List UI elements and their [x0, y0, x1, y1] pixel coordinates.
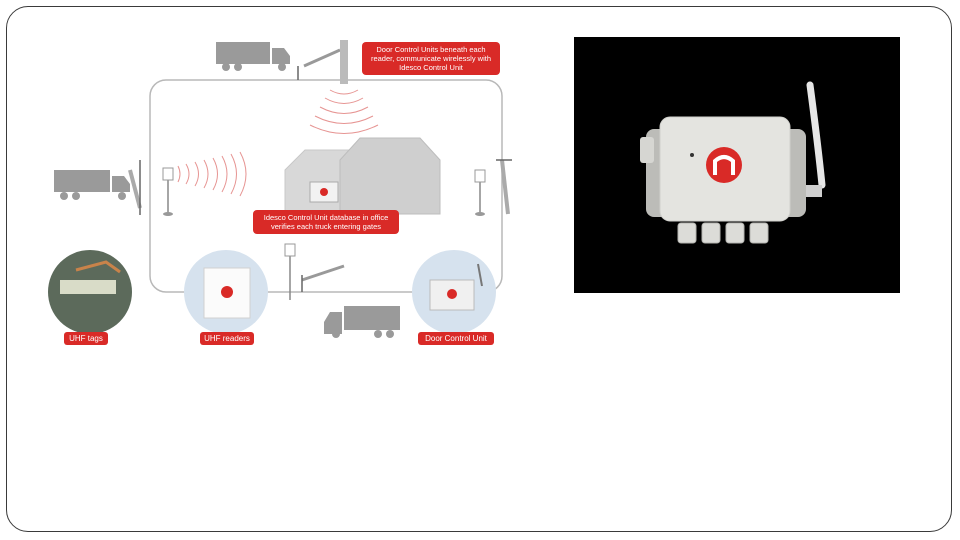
- door-control-unit-photo: [412, 250, 496, 334]
- status-led-icon: [690, 153, 694, 157]
- barrier-top-icon: [298, 40, 348, 84]
- barrier-left-icon: [130, 160, 140, 215]
- signal-waves-top: [310, 90, 378, 134]
- label-uhf-readers: UHF readers: [200, 332, 254, 345]
- label-uhf-tags: UHF tags: [64, 332, 108, 345]
- barrier-right-icon: [496, 160, 512, 214]
- barrier-bottom-icon: [302, 266, 344, 292]
- truck-top-icon: [216, 42, 290, 71]
- uhf-tags-photo: [48, 250, 132, 334]
- truck-bottom-icon: [324, 306, 400, 338]
- cable-glands: [678, 223, 768, 243]
- signal-waves-left: [178, 152, 246, 196]
- diagram-graphics: [40, 30, 530, 360]
- gate-system-diagram: Door Control Units beneath each reader, …: [40, 30, 530, 360]
- callout-door-control-units: Door Control Units beneath each reader, …: [362, 42, 500, 75]
- callout-control-unit-database: Idesco Control Unit database in office v…: [253, 210, 399, 234]
- label-door-control-unit: Door Control Unit: [418, 332, 494, 345]
- office-building-icon: [285, 138, 440, 214]
- truck-left-icon: [54, 170, 130, 200]
- idesco-logo-icon: [706, 147, 742, 183]
- reader-left-icon: [163, 168, 173, 216]
- control-unit-photo: [574, 37, 900, 293]
- antenna-icon: [804, 85, 822, 197]
- uhf-readers-photo: [184, 250, 268, 334]
- control-unit-device-image: [574, 37, 900, 293]
- reader-right-icon: [475, 170, 485, 216]
